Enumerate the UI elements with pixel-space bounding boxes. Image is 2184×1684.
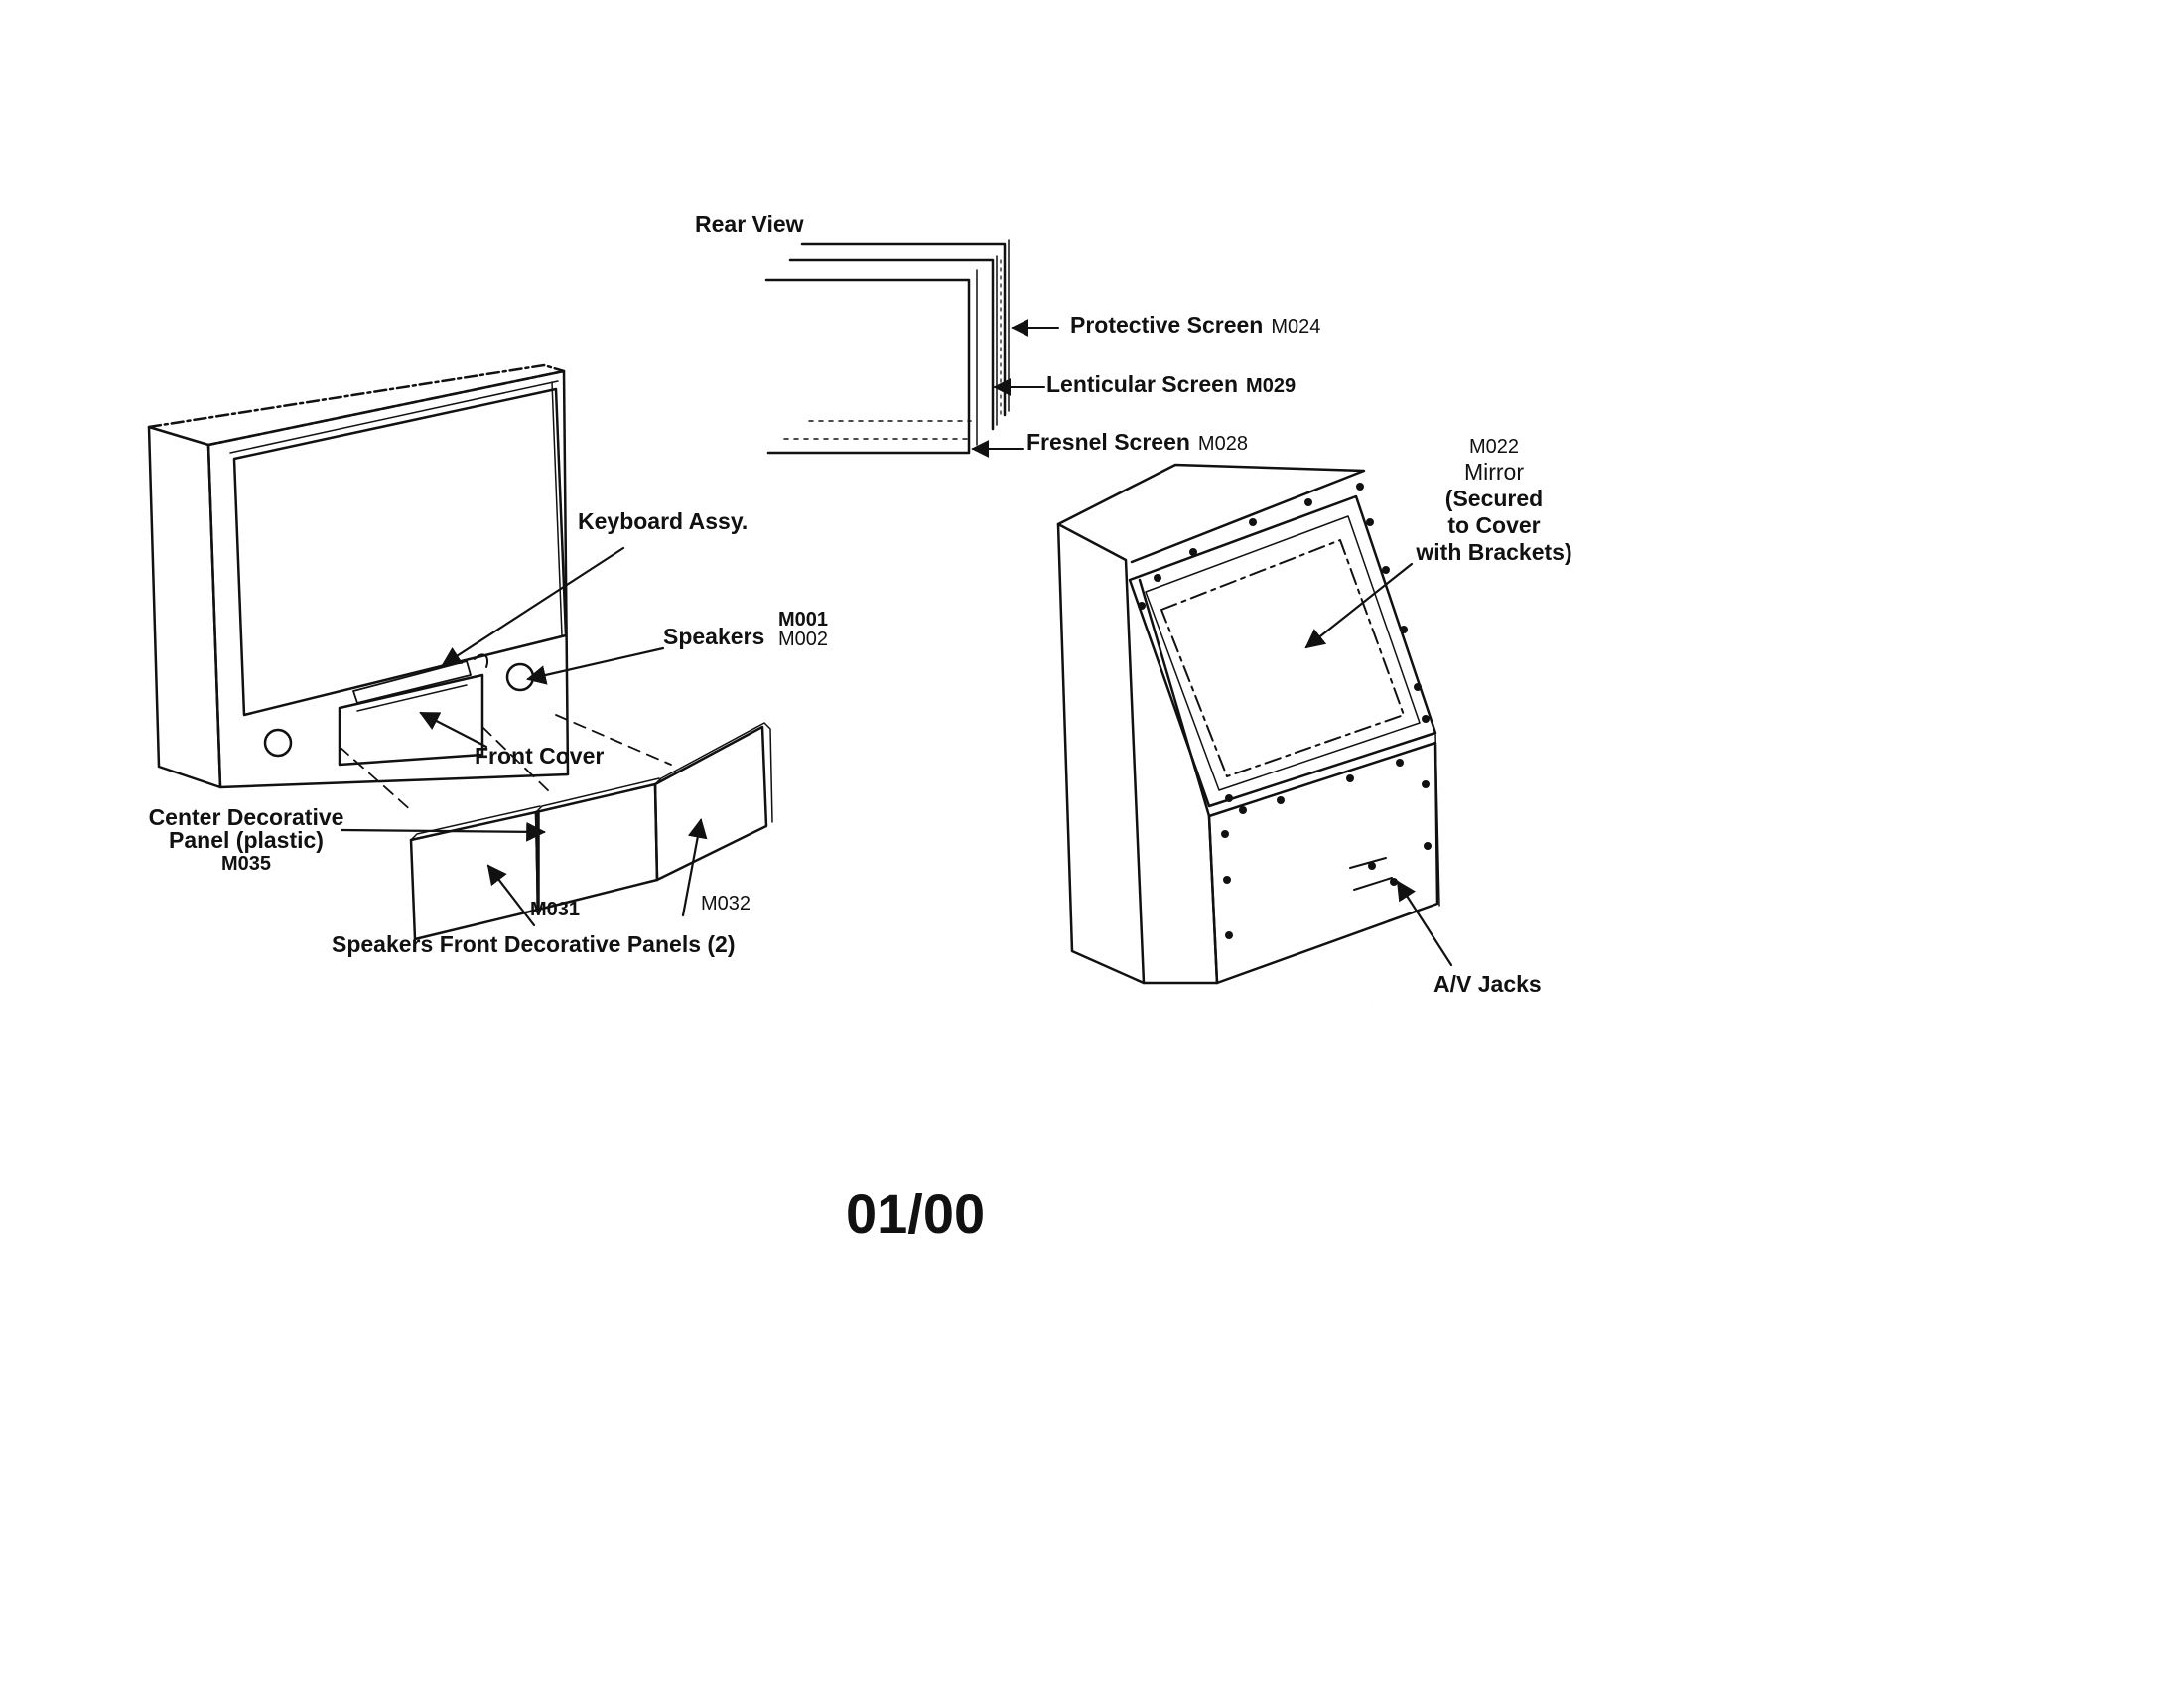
speakers-leader — [526, 646, 665, 685]
av-jacks-label: A/V Jacks — [1433, 971, 1542, 997]
keyboard-assy-label: Keyboard Assy. — [578, 508, 749, 534]
lenticular-screen-code: M029 — [1246, 375, 1297, 397]
speakers-code-1: M001 — [778, 609, 829, 631]
center-panel-line-2: Panel (plastic) — [169, 827, 324, 853]
speakers-label: Speakers — [663, 624, 765, 649]
cabinet-top — [1056, 463, 1366, 564]
decorative-panels — [340, 722, 773, 941]
tv-screen — [232, 387, 568, 717]
lenticular-screen-layer — [788, 258, 995, 431]
rear-view-screens — [764, 239, 1059, 458]
mirror-line-4: with Brackets) — [1416, 539, 1572, 565]
rear-view-label: Rear View — [695, 211, 804, 237]
right-speaker-panel — [653, 725, 768, 882]
protective-screen-code: M024 — [1271, 316, 1321, 338]
mirror-line-1: Mirror — [1463, 459, 1525, 485]
center-panel-line-1: Center Decorative — [148, 804, 344, 830]
keyboard-slot — [352, 660, 472, 704]
mirror-callout: M022 Mirror (Secured to Cover with Brack… — [1400, 437, 1588, 564]
m031-leader — [486, 864, 536, 927]
av-jacks-plate — [1349, 857, 1387, 869]
speakers-code-2: M002 — [778, 629, 829, 650]
center-panel-code: M035 — [220, 853, 272, 875]
m032-leader — [681, 818, 708, 917]
fresnel-screen-callout: Fresnel Screen M028 — [1026, 429, 1248, 455]
front-cover-label: Front Cover — [475, 743, 605, 769]
lenticular-screen-callout: Lenticular Screen M029 — [1046, 371, 1297, 397]
mirror-panel — [1128, 494, 1437, 808]
cabinet-side-panel — [1056, 522, 1146, 985]
cabinet-back-cover — [1125, 470, 1375, 1055]
mirror-leader — [1304, 562, 1414, 649]
right-speaker-grille — [505, 662, 535, 692]
mirror-bracket-dashes — [1160, 539, 1405, 777]
rear-cabinet — [1056, 463, 1453, 1055]
tv-bezel — [206, 369, 570, 789]
m032-label: M032 — [701, 893, 751, 914]
protective-screen-label: Protective Screen — [1070, 312, 1264, 338]
protective-screen-layer — [800, 242, 1007, 417]
mirror-code: M022 — [1468, 436, 1520, 458]
lower-back-panel — [1207, 741, 1439, 985]
lenticular-screen-label: Lenticular Screen — [1046, 371, 1239, 397]
speaker-panels-label: Speakers Front Decorative Panels (2) — [332, 931, 736, 957]
screw-holes — [1138, 483, 1432, 939]
tv-front-view — [147, 363, 672, 813]
fresnel-screen-label: Fresnel Screen — [1026, 429, 1190, 455]
fresnel-screen-layer — [764, 278, 971, 455]
m031-label: M031 — [530, 899, 581, 920]
revision-date: 01/00 — [846, 1183, 986, 1245]
front-cover-outline — [338, 673, 484, 767]
av-jacks-leader — [1396, 880, 1453, 967]
protective-screen-callout: Protective Screen M024 — [1070, 312, 1321, 338]
center-panel-leader — [340, 821, 546, 842]
front-cover-leader — [419, 711, 488, 749]
center-panel-callout: Center Decorative Panel (plastic) M035 — [139, 804, 353, 875]
keyboard-assy-leader — [441, 546, 625, 667]
mirror-line-3: to Cover — [1447, 512, 1541, 538]
fresnel-screen-code: M028 — [1197, 433, 1248, 455]
speakers-codes: M001 M002 — [778, 610, 828, 649]
left-speaker-grille — [263, 728, 293, 758]
mirror-line-2: (Secured — [1444, 486, 1544, 511]
